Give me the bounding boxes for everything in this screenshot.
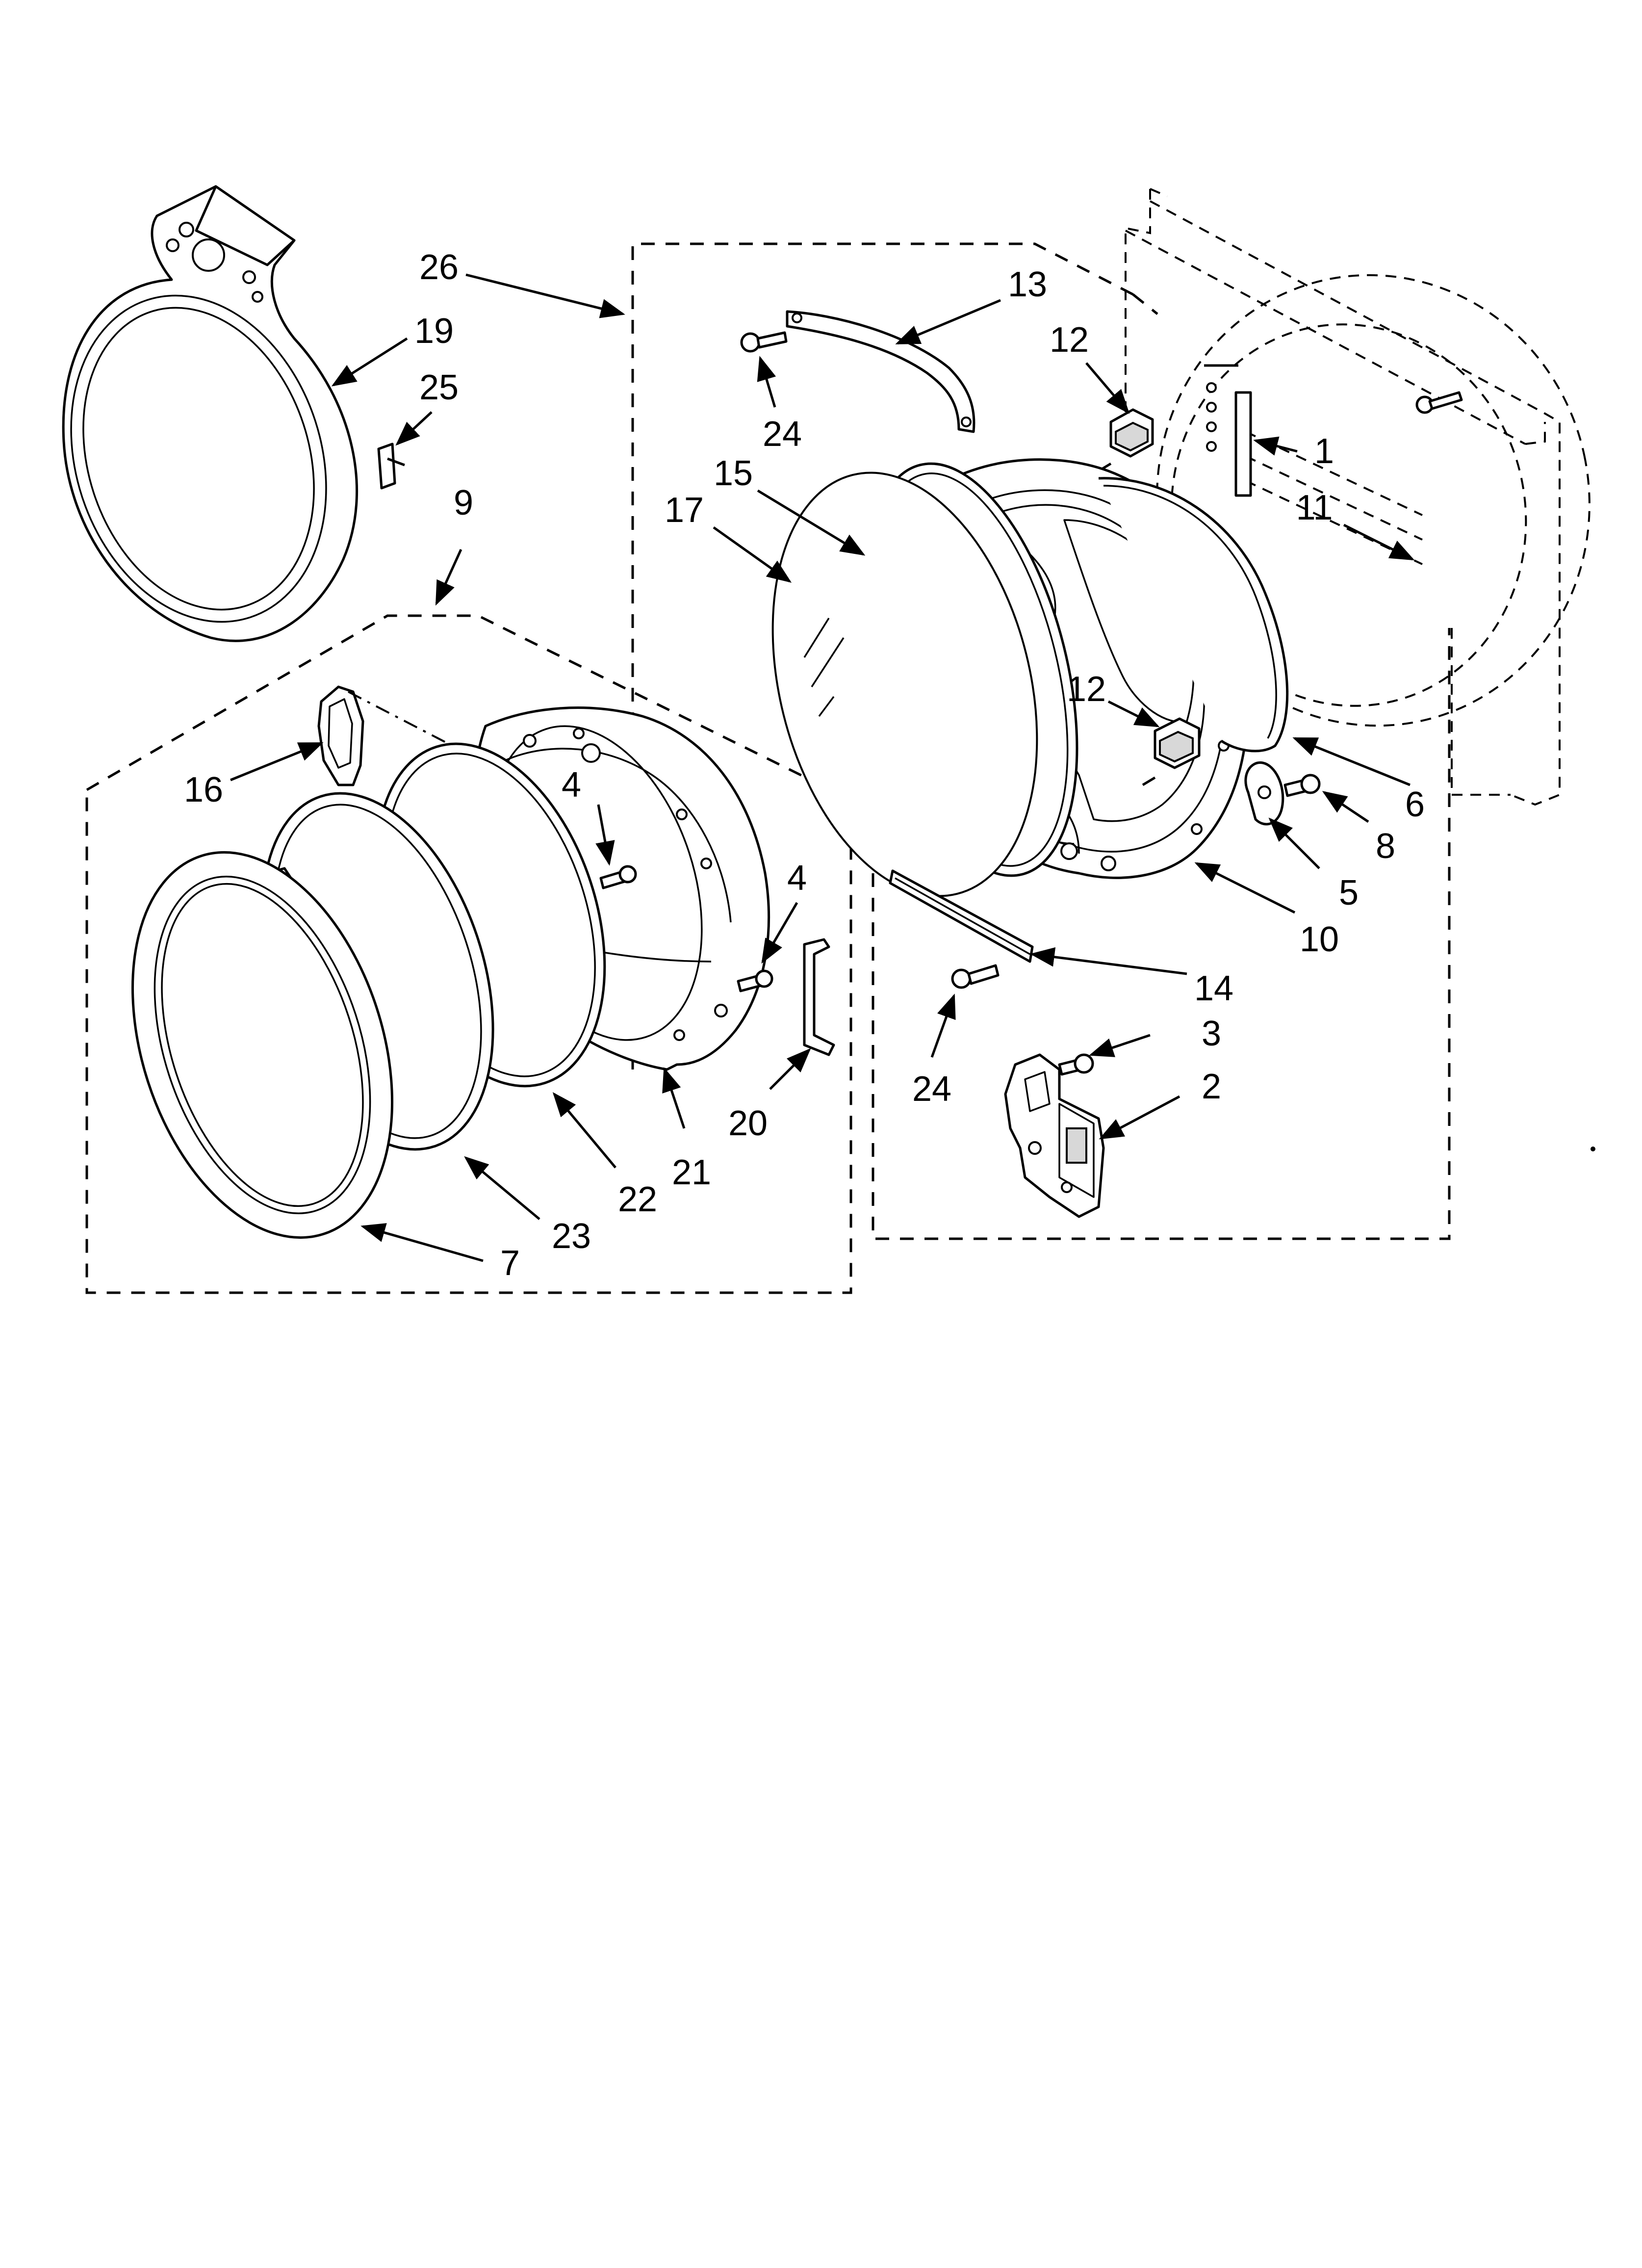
callout-11: 11 [1296,488,1333,527]
callout-20: 20 [728,1104,768,1143]
callout-19: 19 [414,312,454,351]
part-13-bar [786,310,975,433]
callout-25: 25 [419,368,459,407]
callout-12: 12 [1050,320,1089,360]
callout-2: 2 [1202,1067,1221,1106]
part-16-hinge-cover [317,685,364,786]
callout-14: 14 [1194,969,1233,1008]
part-19-bulkhead [62,185,359,642]
part-14-strip [889,869,1034,963]
part-24-screw-bottom [951,964,1000,989]
callout-15: 15 [714,454,753,493]
part-12-latch-top [1098,408,1154,472]
callout-24: 24 [763,415,802,454]
part-24-screw-top [740,331,788,353]
callout-10: 10 [1300,920,1339,959]
callout-26: 26 [419,248,459,287]
part-20-bracket [803,938,835,1056]
part-8-screw [1283,774,1321,797]
part-17-glass [771,471,1038,897]
part-7-outer-ring [131,851,393,1239]
callout-12: 12 [1067,670,1106,709]
part-11-screw [1415,391,1463,414]
part-5-plate [1244,761,1284,826]
callout-24: 24 [912,1069,951,1109]
callout-13: 13 [1008,265,1047,304]
callout-21: 21 [672,1153,711,1192]
callout-9: 9 [454,483,473,522]
alignment-line [348,691,481,761]
part-12-latch-mid [1142,717,1201,786]
callout-22: 22 [618,1180,657,1219]
callout-4: 4 [562,765,581,805]
callout-4: 4 [787,859,807,898]
part-6-gasket [1098,477,1289,753]
callout-17: 17 [665,491,704,530]
callout-1: 1 [1314,432,1334,471]
callout-16: 16 [184,770,223,809]
leader-lines [230,273,1415,1262]
callout-6: 6 [1405,785,1425,824]
part-2-hinge [1004,1053,1105,1218]
callout-5: 5 [1339,873,1359,912]
callout-3: 3 [1202,1014,1221,1053]
part-1-bracket [1204,364,1252,497]
part-4-screw-a [599,865,637,889]
part-4-screw-b [737,969,773,992]
callout-23: 23 [552,1217,591,1256]
stray-mark [1591,1147,1595,1151]
part-25-clip [377,443,405,490]
part-3-screw [1058,1053,1094,1076]
callout-8: 8 [1376,827,1395,866]
group-box-9 [85,614,872,1294]
callout-labels: 26 19 25 9 13 12 24 15 17 1 11 12 16 4 4… [184,248,1425,1283]
callout-7: 7 [500,1244,520,1283]
group-box-26 [631,242,1451,1240]
